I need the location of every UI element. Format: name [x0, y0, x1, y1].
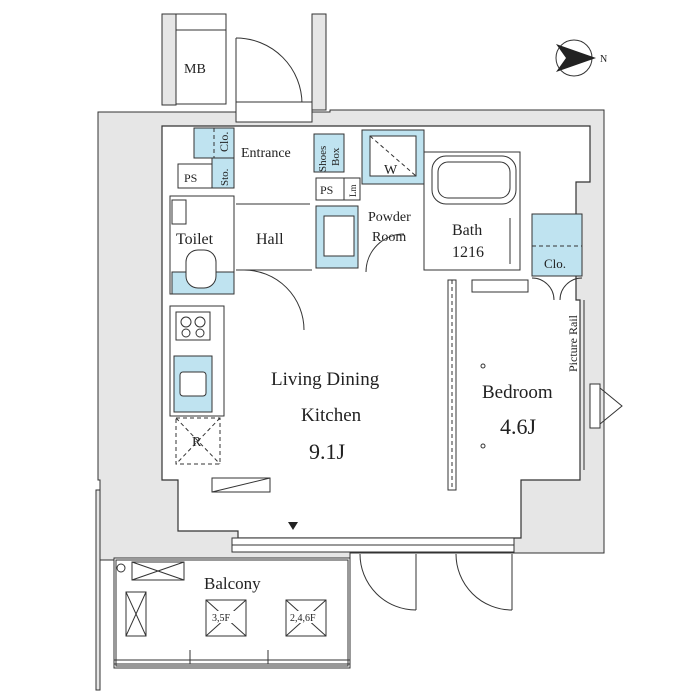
- mb-room: MB: [175, 13, 227, 105]
- closet-label: Clo.: [217, 132, 231, 152]
- kitchen-counter: [169, 305, 225, 417]
- bedroom-size: 4.6J: [500, 414, 537, 439]
- ps-left-label: PS: [184, 171, 197, 185]
- lm-label: Lm: [348, 185, 358, 198]
- sliding-partition[interactable]: [447, 279, 529, 491]
- north-label: N: [600, 54, 607, 65]
- bath-size: 1216: [452, 244, 484, 261]
- balcony-window[interactable]: [231, 537, 515, 611]
- ps-left: PS: [177, 163, 213, 189]
- washer-space: W: [361, 129, 425, 185]
- powder-label-1: Powder: [368, 210, 411, 225]
- living-dining-kitchen: Living Dining Kitchen 9.1J: [211, 369, 380, 530]
- toilet[interactable]: Toilet: [169, 195, 235, 295]
- bedroom-label: Bedroom: [482, 382, 553, 403]
- balcony: Balcony 3,5F 2,4,6F: [113, 557, 351, 669]
- unit-246f-label: 2,4,6F: [290, 613, 316, 624]
- storage[interactable]: Sto.: [211, 157, 235, 189]
- balcony-label: Balcony: [204, 574, 261, 593]
- entrance-door[interactable]: [235, 37, 303, 105]
- unit-35f-label: 3,5F: [212, 613, 231, 624]
- refrigerator-space: R: [175, 417, 221, 465]
- bedroom-closet-label: Clo.: [544, 256, 566, 271]
- bath[interactable]: Bath 1216: [423, 151, 521, 271]
- washer-label: W: [384, 163, 398, 178]
- bedroom-closet[interactable]: Clo.: [531, 213, 583, 301]
- ldk-label-2: Kitchen: [301, 405, 362, 426]
- shoes-label-2: Box: [330, 147, 342, 166]
- entrance-closet[interactable]: Clo.: [193, 127, 235, 159]
- ldk-size: 9.1J: [309, 439, 346, 464]
- ps-mid-label: PS: [320, 183, 333, 197]
- shoes-label-1: Shoes: [317, 146, 329, 172]
- direction-marker: [288, 522, 298, 530]
- entrance-label: Entrance: [241, 146, 291, 161]
- picture-rail-label: Picture Rail: [566, 314, 580, 372]
- fridge-label: R: [192, 435, 202, 450]
- mb-label: MB: [184, 62, 206, 77]
- hall: Hall: [236, 203, 312, 331]
- storage-label: Sto.: [219, 168, 231, 186]
- powder-label-2: Room: [372, 230, 406, 245]
- ldk-label-1: Living Dining: [271, 369, 380, 390]
- powder-room[interactable]: Powder Room: [315, 205, 411, 273]
- hall-label: Hall: [256, 231, 284, 248]
- bedroom-window: [589, 383, 623, 429]
- ps-mid: PS Lm: [315, 177, 361, 201]
- north-arrow-icon: N: [555, 39, 607, 77]
- bedroom: Bedroom 4.6J: [480, 363, 553, 449]
- shoes-box[interactable]: Shoes Box: [313, 133, 345, 173]
- toilet-label: Toilet: [176, 231, 214, 248]
- bath-label: Bath: [452, 222, 482, 239]
